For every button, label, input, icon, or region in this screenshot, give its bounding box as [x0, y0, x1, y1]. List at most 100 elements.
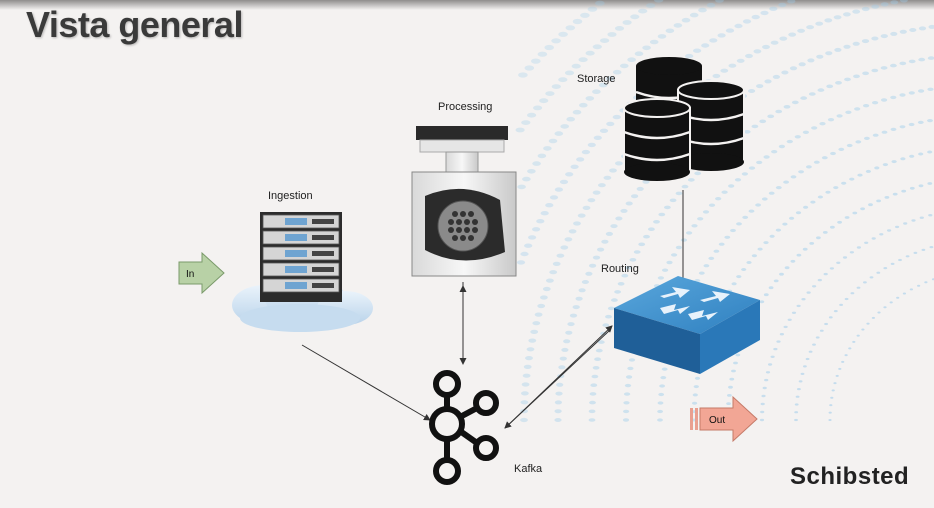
decorative-dot	[748, 166, 756, 170]
decorative-dot	[531, 58, 541, 64]
decorative-dot	[527, 169, 536, 174]
decorative-dot	[578, 57, 588, 63]
decorative-dot	[733, 361, 738, 365]
decorative-dot	[844, 216, 850, 219]
decorative-dot	[693, 48, 702, 53]
decorative-dot	[601, 239, 609, 244]
decorative-dot	[576, 157, 585, 162]
decorative-dot	[736, 275, 742, 279]
decorative-dot	[843, 44, 851, 49]
decorative-dot	[760, 410, 765, 414]
decorative-dot	[921, 248, 926, 251]
decorative-dot	[611, 298, 618, 302]
decorative-dot	[883, 306, 887, 309]
decorative-dot	[852, 340, 856, 343]
decorative-dot	[880, 34, 888, 39]
decorative-dot	[783, 325, 788, 329]
decorative-dot	[797, 388, 801, 391]
decorative-dot	[627, 366, 634, 371]
decorative-dot	[895, 225, 900, 229]
decorative-dot	[783, 180, 789, 184]
decorative-dot	[816, 236, 821, 240]
decorative-dot	[927, 119, 933, 123]
decorative-dot	[617, 282, 625, 286]
decorative-dot	[861, 328, 865, 331]
decorative-dot	[572, 18, 583, 25]
decorative-dot	[649, 39, 659, 45]
decorative-dot	[516, 260, 526, 265]
decorative-dot	[768, 363, 773, 366]
decorative-dot	[620, 208, 628, 213]
decorative-dot	[760, 402, 765, 406]
decorative-dot	[909, 288, 914, 291]
decorative-dot	[844, 354, 848, 357]
decorative-dot	[745, 53, 753, 59]
decorative-dot	[665, 28, 675, 34]
decorative-dot	[876, 271, 881, 274]
decorative-dot	[905, 255, 910, 258]
decorative-dot	[607, 306, 615, 311]
decorative-dot	[781, 70, 789, 75]
decorative-dot	[564, 237, 573, 242]
decorative-dot	[871, 36, 879, 41]
decorative-dot	[521, 382, 530, 387]
decorative-dot	[849, 251, 855, 254]
decorative-dot	[931, 278, 934, 281]
decorative-dot	[860, 207, 865, 211]
decorative-dot	[713, 249, 720, 253]
decorative-dot	[857, 173, 863, 177]
decorative-dot	[789, 216, 795, 220]
decorative-dot	[795, 395, 800, 398]
decorative-dot	[658, 392, 665, 397]
decorative-dot	[692, 401, 698, 405]
decorative-dot	[692, 393, 698, 397]
decorative-dot	[703, 264, 710, 268]
decorative-dot	[836, 261, 841, 264]
decorative-dot	[812, 285, 817, 288]
decorative-dot	[622, 20, 632, 25]
decorative-dot	[824, 322, 828, 326]
decorative-dot	[824, 18, 833, 23]
decorative-dot	[566, 116, 575, 122]
decorative-dot	[900, 157, 906, 161]
decorative-dot	[548, 138, 558, 144]
decorative-dot	[520, 251, 529, 257]
decorative-dot	[890, 0, 899, 5]
decorative-dot	[581, 280, 590, 284]
decorative-dot	[929, 246, 934, 249]
decorative-dot	[805, 357, 810, 361]
decorative-dot	[736, 58, 745, 63]
decorative-dot	[762, 386, 767, 390]
decorative-dot	[549, 195, 559, 200]
decorative-dot	[528, 338, 537, 343]
decorative-dot	[565, 25, 576, 31]
decorative-dot	[778, 2, 787, 8]
decorative-dot	[517, 184, 526, 190]
decorative-dot	[882, 163, 889, 167]
decorative-dot	[899, 93, 906, 97]
decorative-dot	[718, 242, 725, 246]
decorative-dot	[809, 242, 815, 245]
decorative-dot	[834, 47, 842, 52]
decorative-dot	[918, 57, 926, 62]
decorative-dot	[830, 396, 834, 399]
decorative-dot	[751, 124, 759, 129]
decorative-dot	[853, 74, 860, 79]
decorative-dot	[911, 219, 916, 222]
decorative-dot	[530, 329, 539, 334]
decorative-dot	[540, 295, 548, 300]
decorative-dot	[540, 211, 549, 216]
decorative-dot	[833, 186, 839, 190]
decorative-dot	[808, 350, 813, 353]
decorative-dot	[728, 385, 733, 389]
decorative-dot	[844, 297, 849, 301]
decorative-dot	[748, 209, 755, 213]
decorative-dot	[801, 298, 806, 301]
decorative-dot	[614, 290, 621, 294]
decorative-dot	[624, 383, 632, 388]
decorative-dot	[559, 356, 567, 361]
decorative-dot	[565, 172, 574, 177]
decorative-dot	[794, 418, 798, 422]
decorative-dot	[633, 250, 641, 254]
decorative-dot	[625, 265, 633, 270]
